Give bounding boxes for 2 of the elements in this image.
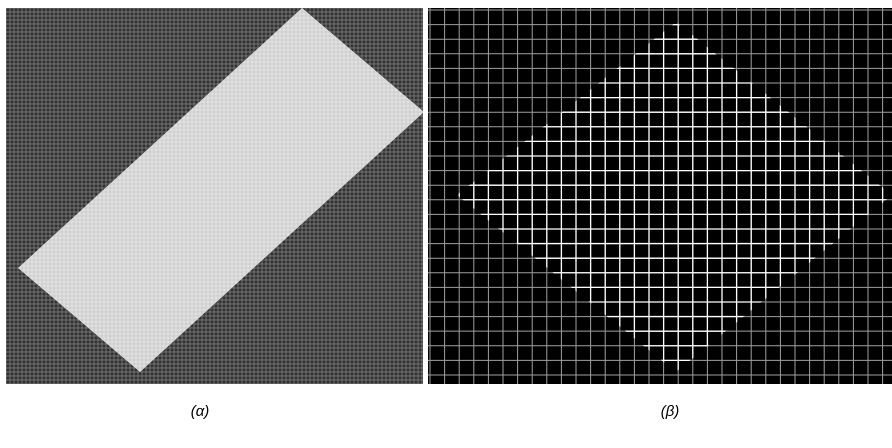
caption-label: (α) <box>191 405 208 419</box>
caption-label: (β) <box>661 405 678 419</box>
